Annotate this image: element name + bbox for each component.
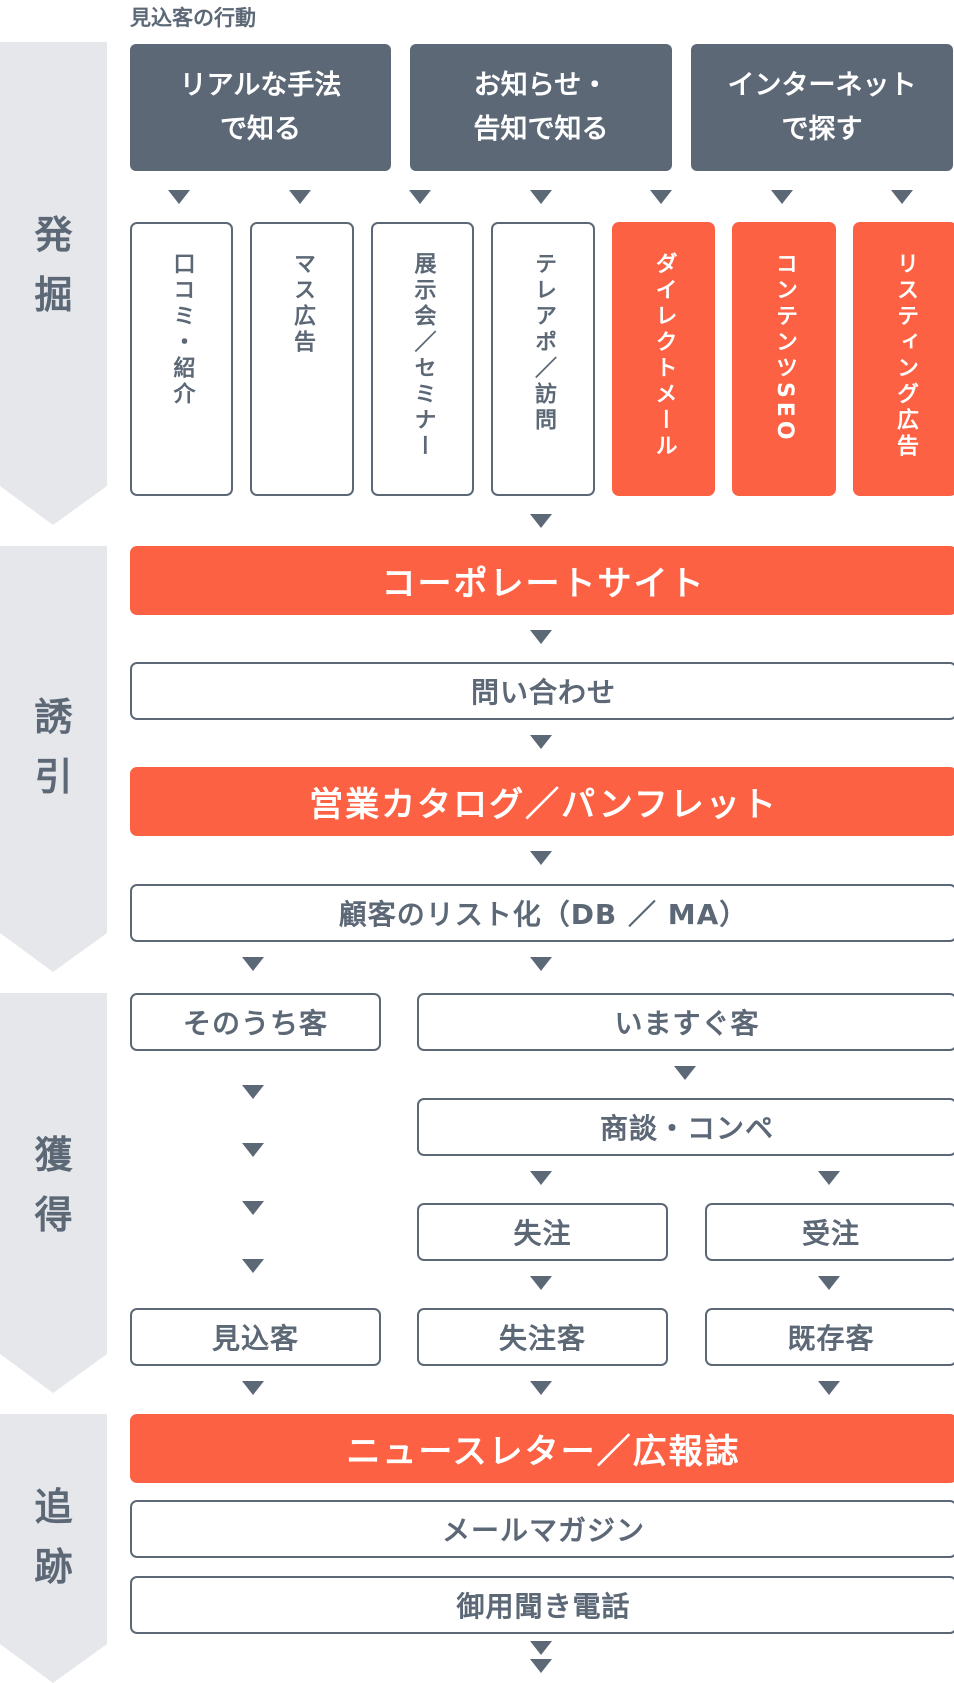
arrow-down (530, 1381, 552, 1395)
newsletter-pr-magazine: ニュースレター／広報誌 (130, 1414, 954, 1483)
arrow-down (530, 735, 552, 749)
arrow-down (530, 1276, 552, 1290)
customer-behavior-caption: 見込客の行動 (130, 6, 256, 30)
arrow-down (242, 1201, 264, 1215)
now-customer: いますぐ客 (417, 993, 954, 1051)
arrow-down (242, 1259, 264, 1273)
won-order: 受注 (705, 1203, 954, 1261)
arrow-down (168, 190, 190, 204)
arrow-down (818, 1171, 840, 1185)
stage-arrow-discover (0, 42, 107, 525)
arrow-down (530, 190, 552, 204)
lost-customer: 失注客 (417, 1308, 668, 1366)
arrow-down (530, 957, 552, 971)
stage-arrow-acquire (0, 993, 107, 1393)
existing-customer: 既存客 (705, 1308, 954, 1366)
later-customer: そのうち客 (130, 993, 381, 1051)
stage-arrow-track (0, 1414, 107, 1683)
arrow-down (771, 190, 793, 204)
negotiation-compe: 商談・コンペ (417, 1098, 954, 1156)
arrow-down (818, 1381, 840, 1395)
arrow-down (818, 1276, 840, 1290)
arrow-down (530, 630, 552, 644)
channel-content-seo: コンテンツSEO (732, 222, 836, 496)
stage-label-attract: 誘 引 (34, 695, 73, 799)
behavior-real-methods: リアルな手法 で知る (130, 44, 391, 171)
arrow-down (530, 851, 552, 865)
arrow-down (530, 1641, 552, 1655)
arrow-down (650, 190, 672, 204)
stage-label-track: 追 跡 (34, 1485, 73, 1589)
channel-teleapo-visit: テレアポ／訪問 (491, 222, 595, 496)
channel-direct-mail: ダイレクトメール (612, 222, 715, 496)
arrow-down (409, 190, 431, 204)
sales-catalog: 営業カタログ／パンフレット (130, 767, 954, 836)
prospect-customer: 見込客 (130, 1308, 381, 1366)
lost-order: 失注 (417, 1203, 668, 1261)
arrow-down (242, 1143, 264, 1157)
channel-listing-ads: リスティング広告 (853, 222, 954, 496)
stage-arrow-attract (0, 546, 107, 972)
arrow-down (242, 957, 264, 971)
customer-list-db-ma: 顧客のリスト化（DB ／ MA） (130, 884, 954, 942)
arrow-down (891, 190, 913, 204)
stage-label-discover: 発 掘 (34, 213, 73, 317)
arrow-down (674, 1066, 696, 1080)
arrow-down (530, 514, 552, 528)
stage-column (0, 42, 107, 1683)
mail-magazine: メールマガジン (130, 1500, 954, 1558)
phone-follow-up: 御用聞き電話 (130, 1576, 954, 1634)
arrow-down (242, 1085, 264, 1099)
arrow-down (530, 1659, 552, 1673)
behavior-internet-search: インターネット で探す (691, 44, 953, 171)
corporate-site: コーポレートサイト (130, 546, 954, 615)
arrow-down (289, 190, 311, 204)
inquiry: 問い合わせ (130, 662, 954, 720)
behavior-announcements: お知らせ・ 告知で知る (410, 44, 672, 171)
arrow-down (530, 1171, 552, 1185)
channel-word-of-mouth: 口コミ・紹介 (130, 222, 233, 496)
channel-exhibition-seminar: 展示会／セミナー (371, 222, 474, 496)
channel-mass-ads: マス広告 (250, 222, 354, 496)
arrow-down (242, 1381, 264, 1395)
stage-label-acquire: 獲 得 (34, 1133, 73, 1237)
